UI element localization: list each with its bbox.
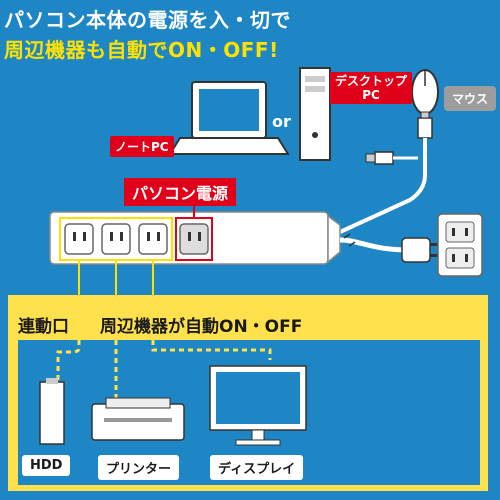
headline-line2: 周辺機器も自動でON・OFF!: [4, 38, 279, 62]
desktop-tower-icon: [299, 67, 331, 161]
printer-label: プリンター: [98, 455, 180, 480]
linked-outlet-subtitle: 周辺機器が自動ON・OFF: [100, 317, 303, 337]
laptop-icon: [168, 81, 290, 155]
mouse-icon: [411, 69, 439, 115]
pc-power-label: パソコン電源: [124, 178, 237, 206]
linked-outlet-title: 連動口: [18, 317, 69, 337]
display-icon: [209, 365, 307, 446]
headline-line1: パソコン本体の電源を入・切で: [4, 8, 291, 32]
hdd-icon: [39, 378, 65, 445]
desktop-pc-label: デスクトップ PC: [330, 72, 413, 104]
printer-icon: [91, 397, 185, 441]
display-label: ディスプレイ: [210, 455, 304, 480]
usb-plug-icon-2: [365, 151, 418, 165]
power-strip-icon: [49, 211, 341, 265]
mouse-label: マウス: [444, 86, 497, 111]
notebook-pc-label: ノートPC: [110, 136, 174, 157]
usb-plug-icon: [339, 111, 433, 234]
wall-outlet-icon: [437, 213, 483, 277]
or-label: or: [272, 112, 291, 131]
hdd-label: HDD: [22, 455, 71, 476]
power-cord-icon: [339, 233, 438, 263]
